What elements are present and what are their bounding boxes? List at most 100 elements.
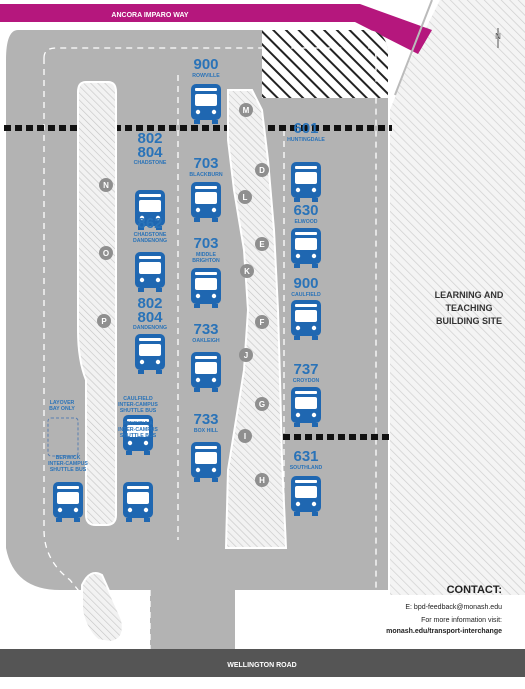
bay-marker-o: O xyxy=(99,246,113,260)
contact-email[interactable]: E: bpd-feedback@monash.edu xyxy=(405,604,502,611)
site-label-line-3: BUILDING SITE xyxy=(436,316,502,326)
bay-marker-k: K xyxy=(240,264,254,278)
route-number: 900 xyxy=(293,275,318,292)
route-number-secondary: 804 xyxy=(137,309,163,326)
route-destination: MIDDLE xyxy=(196,252,216,258)
bay-marker-g: G xyxy=(255,397,269,411)
bus-icon xyxy=(191,182,221,222)
site-fence xyxy=(394,0,433,96)
bus-icon xyxy=(191,84,221,124)
bay-marker-d: D xyxy=(255,163,269,177)
lane-markings xyxy=(43,47,377,649)
island-left xyxy=(77,81,117,526)
route-number: 601 xyxy=(293,120,318,137)
route-number: 631 xyxy=(293,448,318,465)
route-destination: ROWVILLE xyxy=(192,73,220,79)
north-road-label: ANCORA IMPARO WAY xyxy=(111,12,188,19)
route-destination: CAULFIELD xyxy=(123,396,153,402)
route-destination: DANDENONG xyxy=(133,325,167,331)
bay-letter: F xyxy=(260,318,265,327)
bay-letter: L xyxy=(243,193,248,202)
bus-icon xyxy=(53,482,83,522)
route-destination: CROYDON xyxy=(293,378,320,384)
route-destination: SHUTTLE BUS xyxy=(120,408,157,414)
island-bottom xyxy=(81,572,124,644)
south-road-label: WELLINGTON ROAD xyxy=(227,662,296,669)
layover-label-line-1: LAYOVER xyxy=(50,400,75,406)
compass-label: N xyxy=(495,32,501,41)
south-kerb xyxy=(0,677,525,689)
route-destination: INTER-CAMPUS xyxy=(118,402,158,408)
building-site-area xyxy=(390,0,525,595)
bay-letter: I xyxy=(244,432,246,441)
route-destination: INTER-CAMPUS xyxy=(48,461,88,467)
route-destination: BOX HILL xyxy=(194,428,219,434)
bay-marker-l: L xyxy=(238,190,252,204)
bus-icon xyxy=(291,162,321,202)
bus-icon xyxy=(191,352,221,392)
bay-marker-e: E xyxy=(255,237,269,251)
restricted-hatched-area xyxy=(262,30,388,98)
route-destination: PENINSULA xyxy=(123,421,153,427)
stop-line-markings xyxy=(4,125,392,440)
bay-letter: D xyxy=(259,166,265,175)
bay-marker-h: H xyxy=(255,473,269,487)
route-destination: INTER-CAMPUS xyxy=(118,427,158,433)
contact-url[interactable]: monash.edu/transport-interchange xyxy=(386,628,502,635)
route-destination: SOUTHLAND xyxy=(290,465,323,471)
route-destination: CHADSTONE xyxy=(134,232,167,238)
bay-marker-n: N xyxy=(99,178,113,192)
bus-icon xyxy=(191,268,221,308)
route-destination: CHADSTONE xyxy=(134,160,167,166)
route-destination: BLACKBURN xyxy=(189,172,222,178)
bus-icon xyxy=(291,476,321,516)
route-number: 802 xyxy=(137,130,162,147)
bay-letter: O xyxy=(103,249,109,258)
bay-marker-f: F xyxy=(255,315,269,329)
route-number: 703 xyxy=(193,235,218,252)
layover-label-line-2: BAY ONLY xyxy=(49,406,75,412)
bay-marker-p: P xyxy=(97,314,111,328)
bay-letter: J xyxy=(244,351,248,360)
layover-bay xyxy=(47,417,79,457)
bay-letter: K xyxy=(244,267,250,276)
south-road xyxy=(0,649,525,677)
bay-letter: M xyxy=(243,106,250,115)
site-label-line-2: TEACHING xyxy=(446,303,493,313)
route-destination: SHUTTLE BUS xyxy=(50,467,87,473)
route-destination: OAKLEIGH xyxy=(192,338,220,344)
bus-icon xyxy=(291,228,321,268)
bay-letter: G xyxy=(259,400,265,409)
route-destination: CAULFIELD xyxy=(291,292,321,298)
route-number: 733 xyxy=(193,321,218,338)
bus-icon xyxy=(123,482,153,522)
route-destination: ELWOOD xyxy=(294,219,317,225)
bus-icon xyxy=(291,300,321,340)
site-label-line-1: LEARNING AND xyxy=(435,290,504,300)
bay-marker-j: J xyxy=(239,348,253,362)
bus-icon xyxy=(135,252,165,292)
route-destination: SHUTTLE BUS xyxy=(120,433,157,439)
route-destination: DANDENONG xyxy=(133,238,167,244)
north-road xyxy=(0,4,432,54)
bus-icon xyxy=(135,190,165,230)
bus-icon xyxy=(123,415,153,455)
route-number: 733 xyxy=(193,411,218,428)
